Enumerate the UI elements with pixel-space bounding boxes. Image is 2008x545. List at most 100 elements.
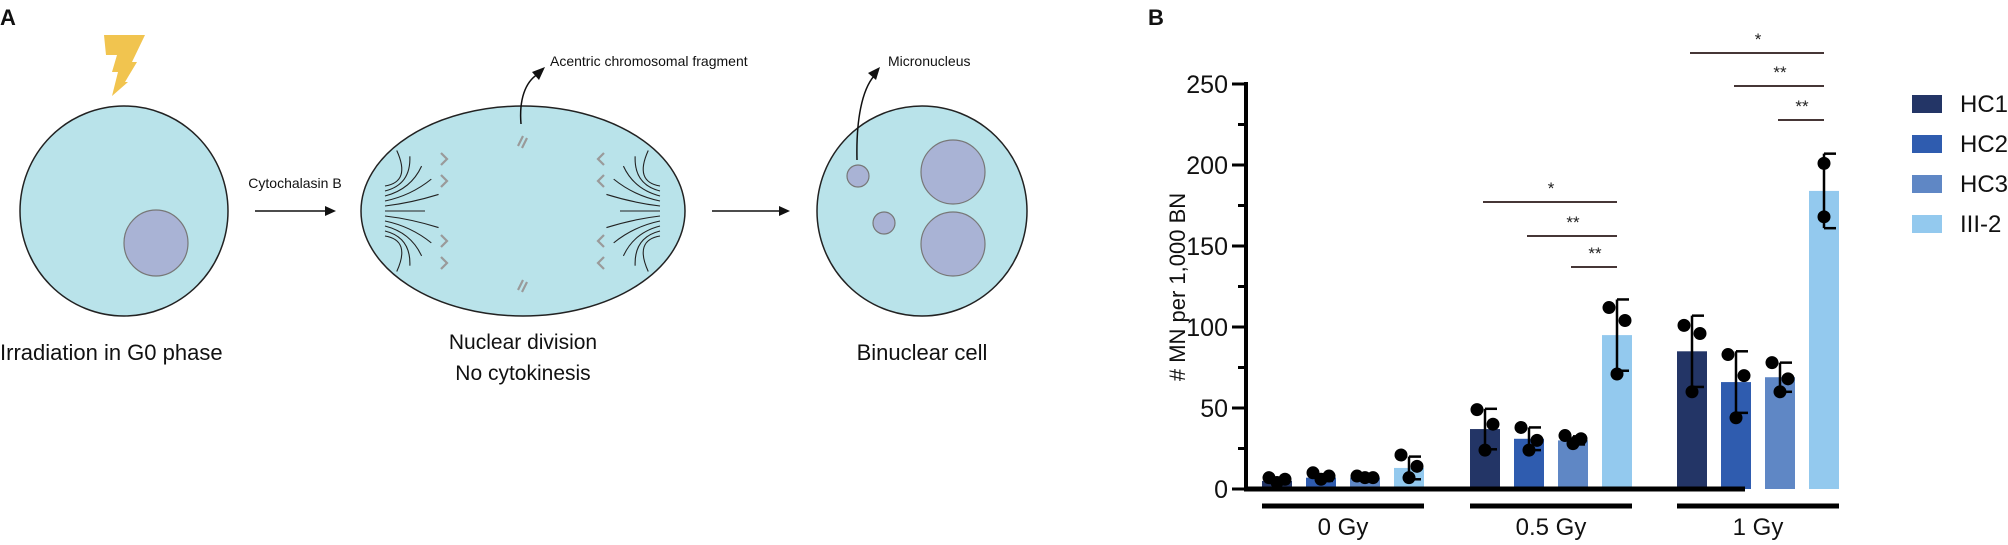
fragment-label: Acentric chromosomal fragment <box>550 53 748 69</box>
data-point <box>1566 437 1580 451</box>
arrow1-label: Cytochalasin B <box>248 175 341 191</box>
x-tick-label: 1 Gy <box>1733 514 1784 541</box>
binuclear-cell <box>816 105 1028 317</box>
legend-swatch-hc2 <box>1912 135 1942 153</box>
chromosome <box>440 234 449 248</box>
significance-label: ** <box>1795 97 1809 116</box>
data-point <box>1530 433 1544 447</box>
chromosome <box>440 174 449 188</box>
mitotic-spindles <box>384 150 661 272</box>
data-point <box>1781 372 1795 386</box>
data-point <box>1773 385 1787 399</box>
spindle-fiber <box>642 150 661 187</box>
data-point <box>1478 443 1492 457</box>
significance-label: * <box>1755 30 1762 49</box>
spindle-fiber <box>613 220 661 244</box>
data-point <box>1817 156 1831 170</box>
spindle-fiber <box>384 235 403 272</box>
lightning-icon <box>104 35 145 96</box>
data-point <box>1677 318 1691 332</box>
nucleus <box>123 209 189 277</box>
data-point <box>1522 443 1536 457</box>
data-point <box>1394 448 1408 462</box>
data-point <box>1729 411 1743 425</box>
spindle-fiber <box>384 220 432 244</box>
legend-swatch-hc3 <box>1912 175 1942 193</box>
data-point <box>1721 348 1735 362</box>
spindle-fiber <box>384 193 439 207</box>
data-point <box>1314 472 1328 486</box>
data-point <box>1558 429 1572 443</box>
dividing-cell <box>360 105 686 317</box>
significance-label: ** <box>1566 213 1580 232</box>
step2-label-line1: Nuclear division <box>449 331 597 354</box>
legend-label: HC2 <box>1960 131 2008 158</box>
legend-label: HC3 <box>1960 171 2008 198</box>
data-point <box>1817 210 1831 224</box>
data-point <box>1765 356 1779 370</box>
y-tick-label: 250 <box>1186 71 1228 99</box>
spindle-fiber <box>613 178 661 202</box>
acentric-fragment-bottom <box>517 279 528 293</box>
y-tick-label: 100 <box>1186 314 1228 342</box>
g0-cell <box>19 105 229 317</box>
significance-label: ** <box>1588 244 1602 263</box>
bar-iii-2-1gy <box>1809 190 1839 490</box>
legend-swatch-iii-2 <box>1912 215 1942 233</box>
x-tick-label: 0.5 Gy <box>1516 514 1587 541</box>
data-point <box>1693 326 1707 340</box>
data-point <box>1470 403 1484 417</box>
panel-a-diagram: A Irradiation in G0 phase Cytochalasin B <box>0 5 1028 385</box>
acentric-fragment-top <box>517 135 528 149</box>
spindle-fiber <box>634 156 661 192</box>
data-point <box>1618 314 1632 328</box>
arrow-right-icon <box>712 206 790 216</box>
chromosome <box>596 174 605 188</box>
data-point <box>1685 385 1699 399</box>
main-nucleus <box>920 211 986 277</box>
spindle-fiber <box>642 235 661 272</box>
step1-label: Irradiation in G0 phase <box>0 340 223 365</box>
spindle-fiber <box>384 225 423 257</box>
y-axis-label: # MN per 1,000 BN <box>1165 193 1190 381</box>
data-point <box>1402 471 1416 485</box>
y-tick-label: 150 <box>1186 233 1228 261</box>
spindle-fiber <box>634 230 661 266</box>
pointer-arrow-icon <box>856 67 880 161</box>
y-tick-label: 50 <box>1200 395 1228 423</box>
significance-label: * <box>1548 179 1555 198</box>
step2-label-line2: No cytokinesis <box>455 362 590 385</box>
main-nucleus <box>920 139 986 205</box>
x-tick-label: 0 Gy <box>1318 514 1369 541</box>
arrow-right-icon <box>255 206 336 216</box>
spindle-fiber <box>384 230 411 266</box>
chromosome <box>596 256 605 270</box>
spindle-fiber <box>622 165 661 197</box>
chromosome <box>596 234 605 248</box>
data-point <box>1410 459 1424 473</box>
spindle-fiber <box>384 178 432 202</box>
data-point <box>1486 417 1500 431</box>
panel-a-label: A <box>0 5 16 30</box>
micronucleus <box>872 211 896 235</box>
data-point <box>1270 476 1284 490</box>
chromosome <box>596 152 605 166</box>
micronucleus-label: Micronucleus <box>888 53 970 69</box>
pointer-arrow-icon <box>519 67 545 125</box>
data-point <box>1514 420 1528 434</box>
legend-swatch-hc1 <box>1912 95 1942 113</box>
spindle-fiber <box>606 215 661 229</box>
micronucleus <box>846 164 870 188</box>
spindle-fiber <box>606 193 661 207</box>
spindle-fiber <box>384 150 403 187</box>
spindle-fiber <box>384 165 423 197</box>
significance-label: ** <box>1773 63 1787 82</box>
y-tick-label: 0 <box>1214 476 1228 504</box>
panel-b-label: B <box>1148 5 1164 30</box>
data-point <box>1358 471 1372 485</box>
data-point <box>1602 301 1616 315</box>
